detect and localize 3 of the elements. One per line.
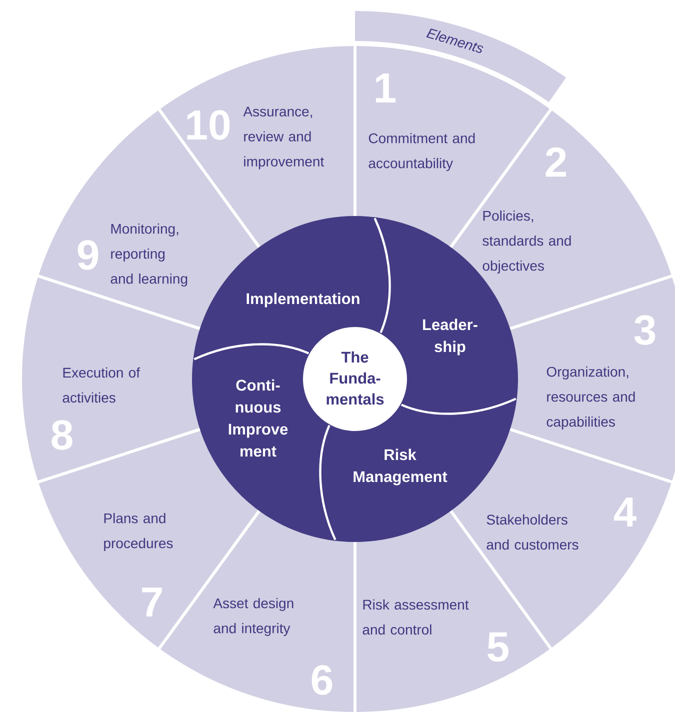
node-label: Execution of activities bbox=[62, 367, 140, 403]
node-label: Organization, resources and capabilities bbox=[546, 366, 635, 430]
region-label: Risk Management bbox=[354, 448, 448, 486]
